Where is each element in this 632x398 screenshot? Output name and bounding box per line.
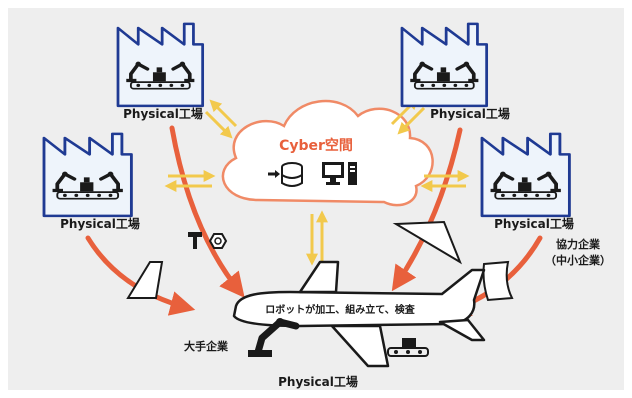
wing-part-icon-right xyxy=(482,260,514,302)
partner-label-line1: 協力企業 xyxy=(556,237,601,251)
bolt-nut-icon xyxy=(188,232,228,249)
factory-label-mid-left: Physical工場 xyxy=(60,216,140,231)
airplane-icon xyxy=(232,260,486,368)
factory-label-bottom: Physical工場 xyxy=(278,374,358,389)
conveyor-cart-icon xyxy=(387,338,429,357)
wing-part-icon-top xyxy=(392,220,463,265)
arrow-topleft-to-airplane xyxy=(169,125,245,298)
robot-arm-icon xyxy=(248,318,300,357)
factory-label-mid-right: Physical工場 xyxy=(494,216,574,231)
database-icon xyxy=(268,162,303,187)
wing-part-icon-left xyxy=(126,261,164,299)
arrow-midleft-to-airplane xyxy=(85,235,196,316)
airplane-process-text: ロボットが加工、組み立て、検査 xyxy=(265,303,415,316)
factory-label-top-right: Physical工場 xyxy=(430,106,510,121)
cloud-title: Cyber空間 xyxy=(279,137,353,154)
cyber-cloud xyxy=(221,99,434,207)
arrow-topright-to-airplane xyxy=(391,127,463,292)
partner-label-line2: （中小企業） xyxy=(545,253,611,267)
big-company-label: 大手企業 xyxy=(184,339,229,353)
factory-label-top-left: Physical工場 xyxy=(123,106,203,121)
sync-arrows xyxy=(164,97,470,266)
computer-icon xyxy=(322,162,357,185)
